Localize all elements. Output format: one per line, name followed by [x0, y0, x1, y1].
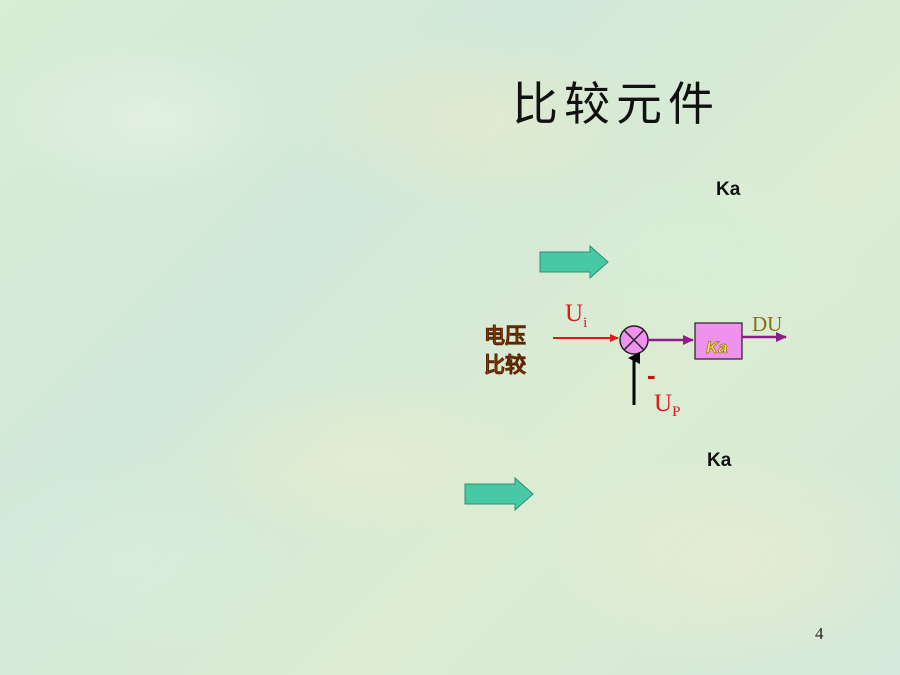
page-number: 4 — [815, 624, 824, 643]
summing-junction-icon — [619, 325, 649, 355]
left-label-line1: 电压 — [484, 324, 526, 348]
feedback-minus-sign: - — [647, 360, 656, 390]
feedback-signal-label: UP — [654, 390, 680, 420]
pointer-arrow-lower-icon — [464, 476, 534, 512]
left-label-line2: 比较 — [484, 353, 526, 377]
gain-block-label: Ka — [706, 338, 728, 357]
ka-label-lower: Ka — [707, 450, 732, 471]
slide-title: 比较元件 — [512, 77, 720, 131]
input-signal-label: Ui — [565, 300, 587, 331]
ka-label-upper: Ka — [716, 179, 741, 200]
output-signal-label: DU — [752, 312, 782, 336]
gain-block — [694, 322, 743, 360]
pointer-arrow-upper-icon — [539, 244, 609, 280]
